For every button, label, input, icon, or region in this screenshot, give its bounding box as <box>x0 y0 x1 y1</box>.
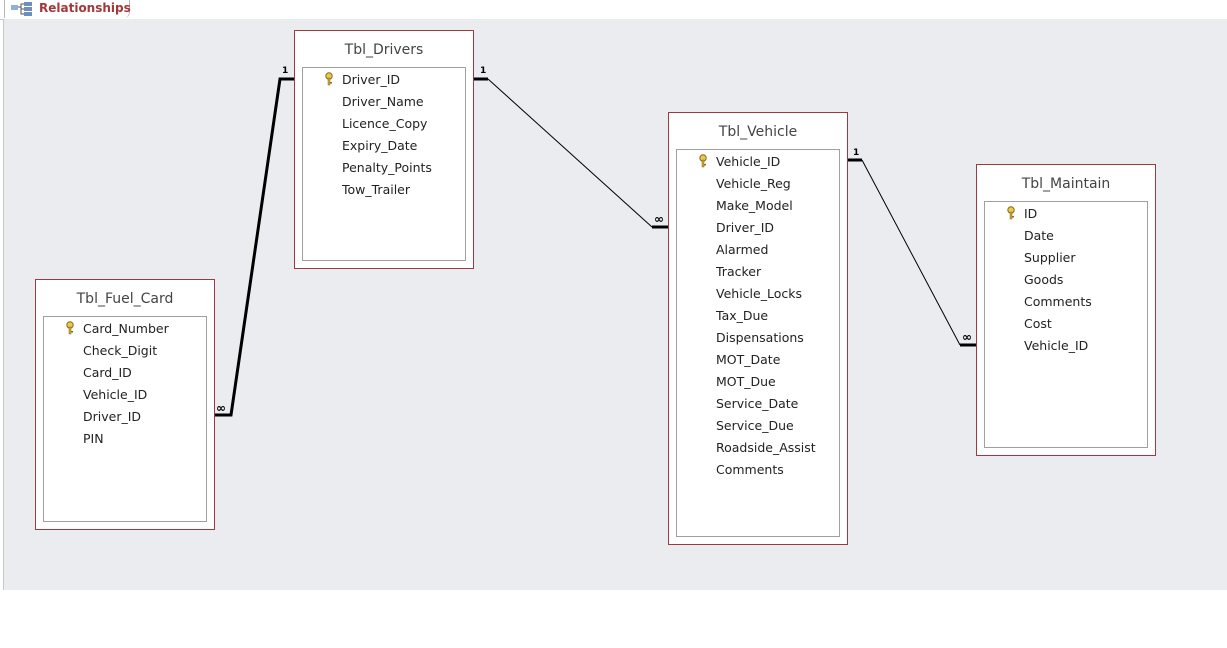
field-item[interactable]: Expiry_Date <box>342 138 418 153</box>
field-item[interactable]: ID <box>1024 206 1038 221</box>
document-tab-bar: Relationships <box>0 0 1227 20</box>
field-item[interactable]: Driver_ID <box>83 409 142 424</box>
field-item[interactable]: Driver_ID <box>342 72 401 87</box>
tab-relationships[interactable]: Relationships <box>4 0 131 18</box>
field-item[interactable]: Comments <box>1024 294 1092 309</box>
many-label: ∞ <box>216 401 226 415</box>
field-item[interactable]: Vehicle_Locks <box>716 286 802 301</box>
table-title[interactable]: Tbl_Drivers <box>344 42 424 58</box>
one-label: 1 <box>480 66 487 76</box>
field-item[interactable]: Tax_Due <box>716 308 769 323</box>
primary-key-icon <box>1007 205 1015 220</box>
field-item[interactable]: Service_Date <box>716 396 799 411</box>
relationships-icon <box>11 1 33 16</box>
field-item[interactable]: MOT_Due <box>716 374 776 389</box>
field-item[interactable]: Card_Number <box>83 321 169 336</box>
many-label: ∞ <box>654 212 664 226</box>
primary-key-icon <box>66 320 74 335</box>
field-item[interactable]: Licence_Copy <box>342 116 428 131</box>
tab-label: Relationships <box>39 1 131 15</box>
table-title[interactable]: Tbl_Vehicle <box>718 124 798 140</box>
field-item[interactable]: Driver_ID <box>716 220 775 235</box>
field-item[interactable]: Service_Due <box>716 418 794 433</box>
field-item[interactable]: MOT_Date <box>716 352 781 367</box>
field-item[interactable]: Cost <box>1024 316 1052 331</box>
field-item[interactable]: PIN <box>83 431 104 446</box>
field-item[interactable]: Penalty_Points <box>342 160 432 175</box>
many-label: ∞ <box>962 330 972 344</box>
primary-key-icon <box>699 153 707 168</box>
one-label: 1 <box>853 148 860 158</box>
field-item[interactable]: Date <box>1024 228 1054 243</box>
field-item[interactable]: Vehicle_ID <box>1024 338 1089 353</box>
field-item[interactable]: Vehicle_Reg <box>716 176 791 191</box>
field-item[interactable]: Driver_Name <box>342 94 424 109</box>
field-item[interactable]: Check_Digit <box>83 343 158 358</box>
field-item[interactable]: Make_Model <box>716 198 793 213</box>
field-item[interactable]: Card_ID <box>83 365 132 380</box>
field-item[interactable]: Vehicle_ID <box>83 387 148 402</box>
field-item[interactable]: Goods <box>1024 272 1064 287</box>
field-item[interactable]: Comments <box>716 462 784 477</box>
one-label: 1 <box>282 66 289 76</box>
field-item[interactable]: Supplier <box>1024 250 1076 265</box>
field-item[interactable]: Tracker <box>716 264 762 279</box>
field-item[interactable]: Vehicle_ID <box>716 154 781 169</box>
field-item[interactable]: Alarmed <box>716 242 769 257</box>
field-item[interactable]: Tow_Trailer <box>342 182 411 197</box>
field-item[interactable]: Roadside_Assist <box>716 440 816 455</box>
table-title[interactable]: Tbl_Fuel_Card <box>76 291 174 307</box>
field-item[interactable]: Dispensations <box>716 330 804 345</box>
table-title[interactable]: Tbl_Maintain <box>1021 176 1111 192</box>
primary-key-icon <box>325 71 333 86</box>
